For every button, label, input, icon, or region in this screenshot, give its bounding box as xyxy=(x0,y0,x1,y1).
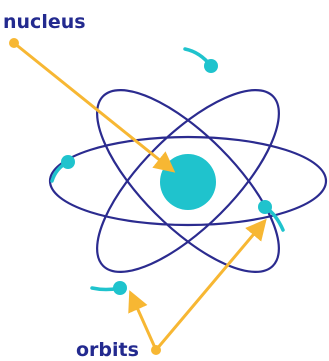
orbits-pointer-line-right xyxy=(156,222,264,350)
electron-right xyxy=(258,200,272,214)
electron-left xyxy=(61,155,75,169)
nucleus-pointer-origin xyxy=(9,38,19,48)
electron-bottom xyxy=(113,281,127,295)
orbits-label: orbits xyxy=(76,339,139,361)
electron-top xyxy=(204,59,218,73)
nucleus-label: nucleus xyxy=(3,11,86,33)
nucleus xyxy=(160,154,216,210)
orbits-pointer-origin xyxy=(151,345,161,355)
nucleus-pointer-line xyxy=(14,43,172,170)
